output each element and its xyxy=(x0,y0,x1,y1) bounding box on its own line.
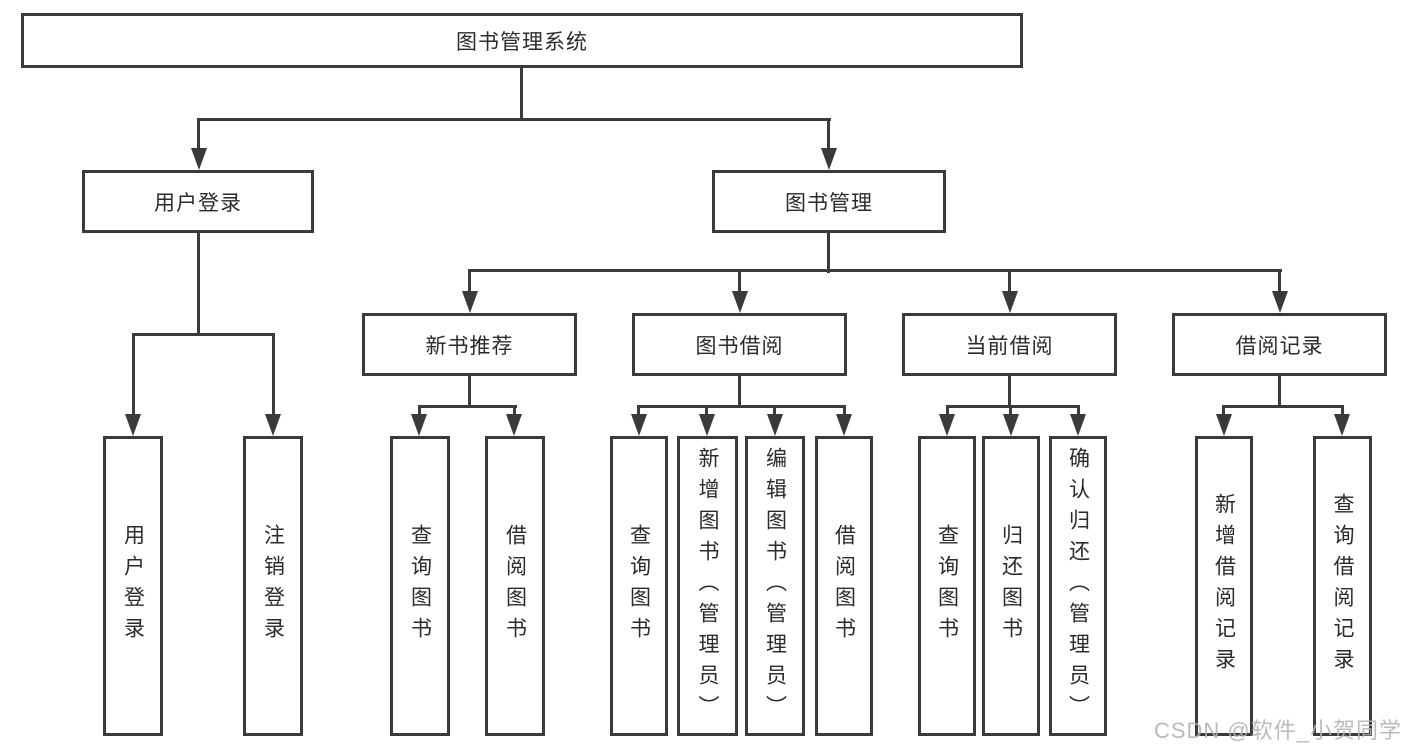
node-book-borrowing-label: 图书借阅 xyxy=(695,334,784,358)
arrow-down-icon xyxy=(265,414,281,436)
node-borrowing-records-label: 借阅记录 xyxy=(1235,334,1324,358)
arrow-down-icon xyxy=(1334,414,1350,436)
leaf-query-borrow-record: 查询借阅记录 xyxy=(1313,436,1372,736)
leaf-borrow-books-recommend: 借阅图书 xyxy=(485,436,545,736)
leaf-query-books-current-label: 查询图书 xyxy=(935,524,959,648)
arrow-down-icon xyxy=(1003,414,1019,436)
node-new-book-recommend: 新书推荐 xyxy=(362,313,577,376)
node-root-label: 图书管理系统 xyxy=(456,30,588,54)
connector-line xyxy=(946,405,949,416)
leaf-add-book-admin: 新增图书（管理员） xyxy=(677,436,738,736)
leaf-query-books-recommend-label: 查询图书 xyxy=(408,524,432,648)
connector-line xyxy=(827,233,830,273)
arrow-down-icon xyxy=(1216,414,1232,436)
connector-line xyxy=(418,405,517,408)
connector-line xyxy=(1009,405,1012,416)
leaf-user-login: 用户登录 xyxy=(103,436,163,736)
arrow-down-icon xyxy=(411,414,427,436)
connector-line xyxy=(1008,376,1011,408)
arrow-down-icon xyxy=(699,414,715,436)
node-root: 图书管理系统 xyxy=(21,13,1023,68)
connector-line xyxy=(1278,269,1281,293)
leaf-confirm-return-admin: 确认归还（管理员） xyxy=(1049,436,1107,736)
arrow-down-icon xyxy=(506,414,522,436)
arrow-down-icon xyxy=(191,148,207,170)
arrow-down-icon xyxy=(732,291,748,313)
arrow-down-icon xyxy=(462,291,478,313)
connector-line xyxy=(197,118,831,121)
leaf-user-login-label: 用户登录 xyxy=(121,524,145,648)
connector-line xyxy=(637,405,846,408)
arrow-down-icon xyxy=(821,148,837,170)
connector-line xyxy=(197,118,200,150)
arrow-down-icon xyxy=(631,414,647,436)
node-user-login: 用户登录 xyxy=(82,170,314,233)
leaf-edit-book-admin-label: 编辑图书（管理员） xyxy=(763,446,787,726)
arrow-down-icon xyxy=(767,414,783,436)
leaf-logout-label: 注销登录 xyxy=(261,524,285,648)
node-current-borrowing: 当前借阅 xyxy=(902,313,1117,376)
connector-line xyxy=(1008,269,1011,293)
connector-line xyxy=(132,333,135,416)
leaf-query-books-recommend: 查询图书 xyxy=(390,436,450,736)
leaf-return-book-label: 归还图书 xyxy=(999,524,1023,648)
connector-line xyxy=(1077,405,1080,416)
connector-line xyxy=(1341,405,1344,416)
node-user-login-label: 用户登录 xyxy=(154,191,242,215)
node-book-borrowing: 图书借阅 xyxy=(632,313,847,376)
connector-line xyxy=(418,405,421,416)
node-borrowing-records: 借阅记录 xyxy=(1172,313,1387,376)
leaf-borrow-books-recommend-label: 借阅图书 xyxy=(503,524,527,648)
connector-line xyxy=(132,333,275,336)
connector-line xyxy=(705,405,708,416)
arrow-down-icon xyxy=(1070,414,1086,436)
leaf-return-book: 归还图书 xyxy=(982,436,1040,736)
connector-line xyxy=(468,376,471,408)
arrow-down-icon xyxy=(1272,291,1288,313)
connector-line xyxy=(843,405,846,416)
connector-line xyxy=(1278,376,1281,408)
connector-line xyxy=(637,405,640,416)
leaf-borrow-books-label: 借阅图书 xyxy=(832,524,856,648)
connector-line xyxy=(272,333,275,416)
leaf-edit-book-admin: 编辑图书（管理员） xyxy=(745,436,805,736)
arrow-down-icon xyxy=(125,414,141,436)
connector-line xyxy=(468,269,1282,272)
connector-line xyxy=(738,269,741,293)
leaf-query-books-borrowing: 查询图书 xyxy=(610,436,668,736)
connector-line xyxy=(520,68,523,120)
arrow-down-icon xyxy=(939,414,955,436)
connector-line xyxy=(946,405,1080,408)
connector-line xyxy=(197,233,200,335)
leaf-logout: 注销登录 xyxy=(243,436,303,736)
node-new-book-recommend-label: 新书推荐 xyxy=(425,334,514,358)
connector-line xyxy=(1222,405,1225,416)
arrow-down-icon xyxy=(836,414,852,436)
leaf-query-books-current: 查询图书 xyxy=(918,436,976,736)
arrow-down-icon xyxy=(1002,291,1018,313)
connector-line xyxy=(827,118,830,150)
node-book-management-label: 图书管理 xyxy=(785,191,873,215)
leaf-add-borrow-record: 新增借阅记录 xyxy=(1195,436,1253,736)
leaf-add-book-admin-label: 新增图书（管理员） xyxy=(696,446,719,726)
node-book-management: 图书管理 xyxy=(712,170,946,233)
leaf-query-borrow-record-label: 查询借阅记录 xyxy=(1331,493,1354,679)
connector-line xyxy=(738,376,741,408)
csdn-watermark: CSDN @软件_小贺同学 xyxy=(1153,718,1402,743)
leaf-borrow-books: 借阅图书 xyxy=(815,436,873,736)
connector-line xyxy=(513,405,516,416)
connector-line xyxy=(468,269,471,293)
leaf-query-books-borrowing-label: 查询图书 xyxy=(627,524,651,648)
leaf-confirm-return-admin-label: 确认归还（管理员） xyxy=(1066,446,1090,726)
connector-line xyxy=(1222,405,1344,408)
node-current-borrowing-label: 当前借阅 xyxy=(965,334,1054,358)
leaf-add-borrow-record-label: 新增借阅记录 xyxy=(1212,493,1236,679)
connector-line xyxy=(773,405,776,416)
